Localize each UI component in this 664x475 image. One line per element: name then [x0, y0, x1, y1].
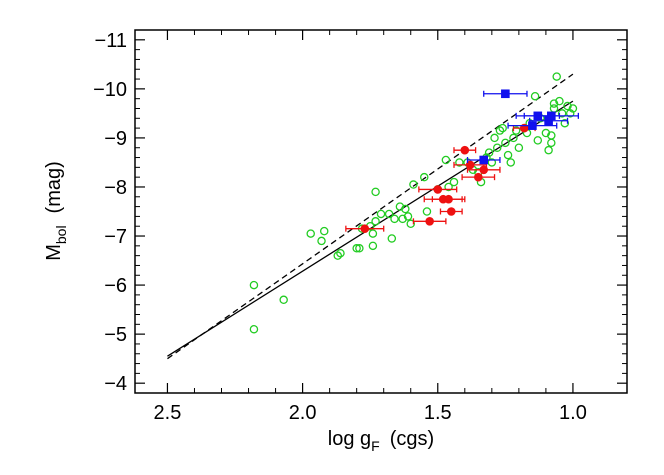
- green-data-point: [498, 123, 507, 133]
- y-axis-title-main: M: [43, 244, 65, 261]
- blue-data-point: [501, 89, 510, 99]
- green-data-point: [249, 324, 259, 334]
- green-data-point: [509, 133, 518, 143]
- red-data-point: [444, 194, 453, 204]
- fit-lines: [167, 73, 574, 360]
- green-data-point: [547, 131, 556, 140]
- y-tick-label: −10: [93, 79, 127, 101]
- y-tick-label: −7: [104, 226, 127, 248]
- green-data-point: [371, 217, 380, 226]
- fit-line-dashed: [167, 73, 574, 360]
- green-data-point: [336, 248, 345, 258]
- green-data-point: [333, 251, 342, 260]
- y-tick-label: −4: [104, 373, 127, 395]
- green-data-point: [371, 187, 380, 197]
- green-data-point: [376, 209, 386, 219]
- green-data-point: [422, 207, 432, 216]
- x-axis-title-main: log g: [328, 428, 371, 450]
- green-data-point: [547, 138, 556, 148]
- green-data-point: [319, 226, 329, 236]
- green-data-point: [568, 104, 578, 113]
- green-data-point: [406, 219, 415, 229]
- y-axis-title: Mbol (mag): [43, 161, 69, 261]
- green-data-point: [563, 101, 572, 111]
- green-data-point: [565, 109, 575, 118]
- x-axis-title-unit: (cgs): [390, 428, 434, 450]
- red-data-point: [460, 145, 470, 155]
- green-data-point: [441, 155, 451, 165]
- green-data-point: [506, 158, 516, 167]
- green-data-point: [368, 241, 378, 251]
- green-data-point: [368, 229, 378, 238]
- green-data-point: [352, 244, 361, 253]
- green-data-point: [484, 148, 494, 157]
- green-data-point: [355, 244, 364, 253]
- axis-ticks: 2.5 2.0 1.5 1.0 −4 −5 −6 −7 −8 −9 −10 −11: [93, 30, 627, 424]
- green-data-point: [549, 99, 559, 108]
- green-data-point: [511, 126, 521, 135]
- plot-frame: [134, 29, 628, 394]
- green-data-point: [544, 145, 553, 155]
- green-data-point: [395, 202, 405, 211]
- x-tick-label: 2.5: [154, 402, 182, 424]
- green-data-point: [403, 212, 413, 221]
- x-axis-title-subscript: F: [371, 438, 380, 454]
- green-data-point: [555, 96, 564, 106]
- y-axis-title-subscript: bol: [53, 225, 69, 244]
- red-data-point: [474, 172, 483, 182]
- blue-data-point: [479, 155, 489, 165]
- green-data-point: [541, 128, 551, 138]
- blue-data-point: [547, 111, 556, 121]
- x-tick-label: 1.5: [424, 402, 452, 424]
- green-data-point: [249, 280, 259, 290]
- red-data-point: [465, 160, 475, 170]
- green-data-point: [514, 143, 524, 152]
- x-tick-label: 1.0: [559, 402, 587, 424]
- green-data-point: [420, 172, 429, 182]
- green-data-point: [317, 236, 326, 246]
- y-tick-label: −8: [104, 177, 127, 199]
- green-data-point: [398, 214, 407, 224]
- x-axis-title: log gF (cgs): [328, 428, 434, 454]
- green-data-point: [552, 72, 561, 81]
- red-data-point: [446, 207, 456, 216]
- x-tick-label: 2.0: [289, 402, 317, 424]
- green-data-point: [455, 158, 464, 167]
- green-data-point: [560, 118, 570, 128]
- blue-data-point: [528, 121, 537, 130]
- y-axis-title-unit: (mag): [43, 161, 65, 213]
- red-data-point: [425, 217, 434, 226]
- green-data-point: [279, 295, 288, 305]
- green-data-point: [530, 91, 540, 101]
- green-data-point: [503, 150, 513, 160]
- green-data-point: [444, 182, 453, 192]
- green-data-point: [490, 133, 499, 143]
- green-data-point: [533, 136, 543, 145]
- green-data-point: [387, 234, 397, 243]
- red-data-point: [479, 165, 489, 175]
- green-data-point: [487, 158, 497, 167]
- green-data-point: [409, 180, 418, 189]
- y-tick-label: −11: [95, 30, 127, 52]
- y-tick-label: −9: [104, 128, 127, 150]
- red-data-point: [360, 224, 370, 233]
- green-data-point: [306, 229, 315, 238]
- y-tick-label: −6: [104, 275, 127, 297]
- green-data-point: [557, 109, 567, 118]
- green-data-point: [449, 177, 459, 187]
- green-data-point: [390, 214, 399, 224]
- red-data-point: [433, 185, 443, 194]
- green-data-point: [384, 209, 394, 219]
- green-data-point: [495, 126, 505, 135]
- y-tick-label: −5: [104, 324, 127, 346]
- data-series: [249, 72, 579, 334]
- green-data-point: [492, 143, 502, 152]
- green-data-point: [501, 138, 510, 148]
- green-data-point: [401, 204, 410, 214]
